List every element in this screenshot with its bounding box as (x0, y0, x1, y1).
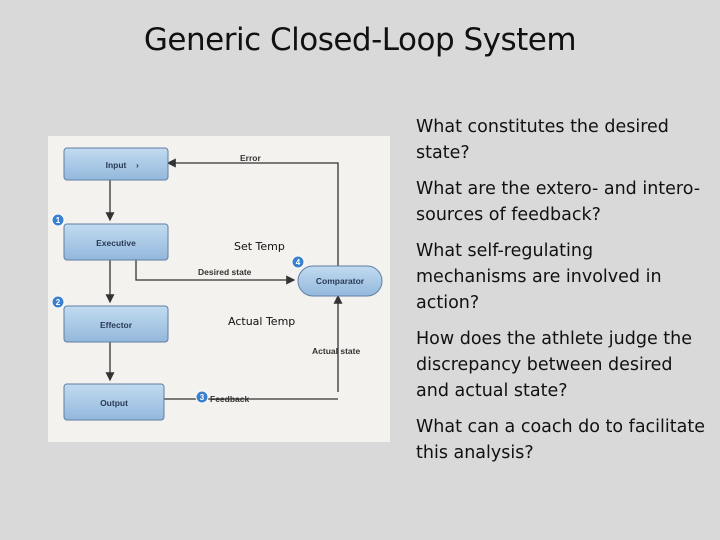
effector-box-label: Effector (100, 320, 133, 330)
input-box-label: Input (106, 160, 127, 170)
set-temp-label: Set Temp (234, 240, 285, 253)
step-number-3: 3 (200, 393, 205, 402)
actual-state-label: Actual state (312, 346, 360, 356)
step-marker-4: 4 (291, 255, 305, 269)
step-number-1: 1 (56, 216, 61, 225)
effector-box: Effector (63, 305, 169, 343)
desired-state-label: Desired state (198, 267, 252, 277)
step-number-2: 2 (56, 298, 61, 307)
arrow-error (166, 158, 339, 269)
output-box-label: Output (100, 398, 128, 408)
closed-loop-diagram: Input › Executive Effector Output Compar… (48, 136, 390, 442)
executive-box-label: Executive (96, 238, 136, 248)
question-item: What can a coach do to facilitate this a… (416, 417, 705, 463)
step-marker-3: 3 (195, 390, 209, 404)
question-item: What are the extero- and intero- sources… (416, 179, 701, 225)
questions-list: What constitutes the desired state? What… (416, 114, 706, 476)
question-item: How does the athlete judge the discrepan… (416, 329, 693, 401)
input-box: Input › (63, 147, 169, 181)
output-box: Output (63, 383, 165, 421)
feedback-label: Feedback (210, 394, 249, 404)
comparator-box: Comparator (297, 265, 383, 297)
input-chevron-icon: › (136, 160, 139, 170)
arrow-desired-state (135, 260, 296, 285)
error-label: Error (240, 153, 261, 163)
actual-temp-label: Actual Temp (228, 315, 295, 328)
executive-box: Executive (63, 223, 169, 261)
arrows (105, 158, 343, 400)
step-number-4: 4 (296, 258, 301, 267)
question-item: What self-regulating mechanisms are invo… (416, 241, 662, 313)
step-marker-2: 2 (51, 295, 65, 309)
question-item: What constitutes the desired state? (416, 117, 669, 163)
comparator-box-label: Comparator (316, 276, 365, 286)
step-marker-1: 1 (51, 213, 65, 227)
slide-title: Generic Closed-Loop System (143, 22, 577, 58)
